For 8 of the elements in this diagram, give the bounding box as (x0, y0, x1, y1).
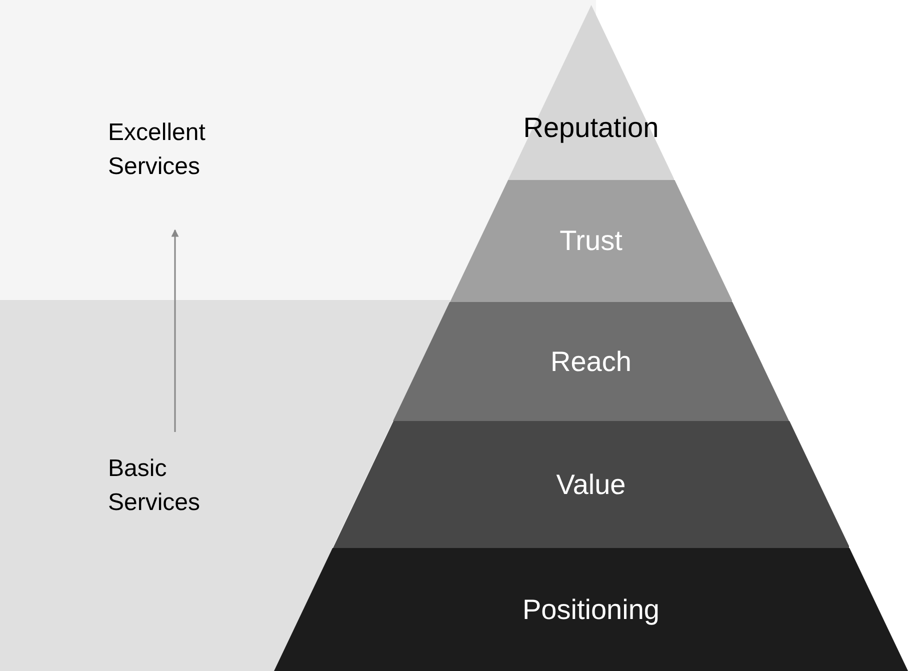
service-label: Basic Services (108, 432, 258, 532)
pyramid-layer: Positioning (274, 548, 908, 671)
service-label: Excellent Services (108, 112, 258, 230)
pyramid-layer: Reach (392, 302, 789, 421)
pyramid-layer: Reputation (508, 5, 674, 180)
arrow (171, 229, 179, 432)
pyramid-layer: Value (332, 421, 850, 548)
pyramid-layer: Trust (450, 180, 732, 302)
